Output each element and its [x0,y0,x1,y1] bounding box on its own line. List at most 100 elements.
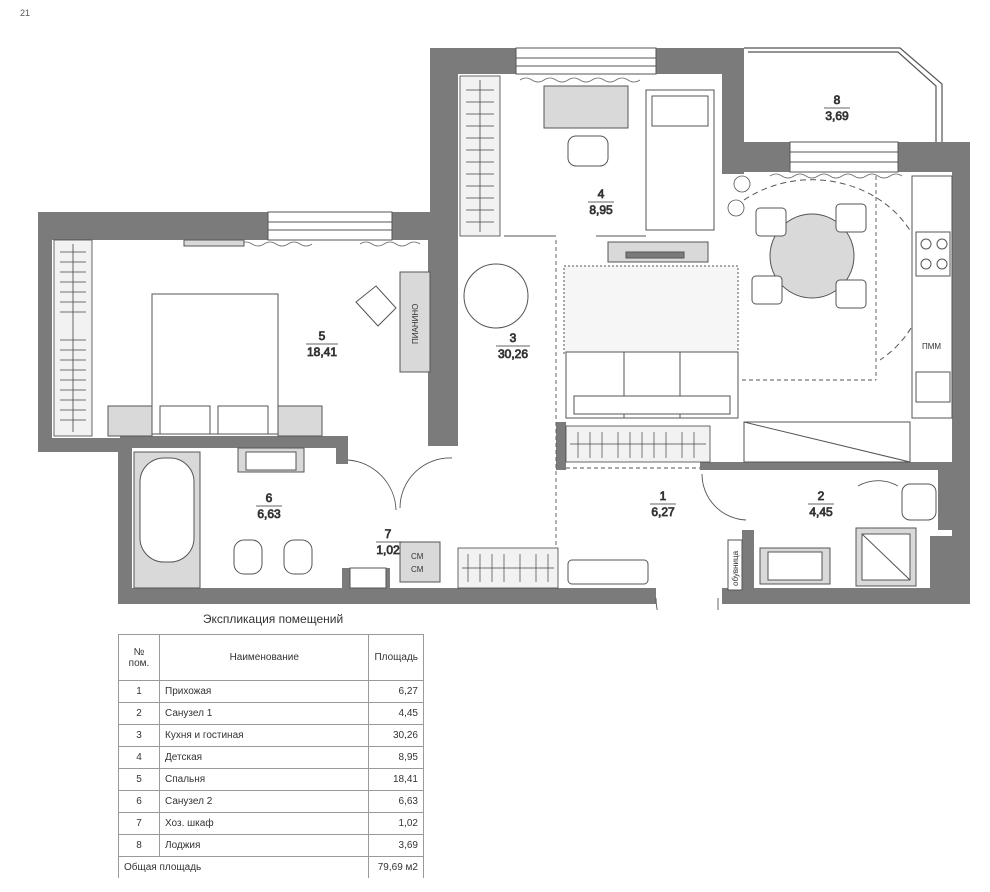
wall-child-left [430,48,458,240]
row-num: 3 [118,724,160,747]
row-name: Хоз. шкаф [158,812,370,835]
rug [563,265,739,355]
wall-bath-left [118,438,132,604]
kitchen-sink [915,371,951,403]
row-name: Кухня и гостиная [158,724,370,747]
shoe-cabinet [727,539,743,591]
room-6-number: 6 [266,491,273,505]
curtains [239,77,903,247]
room-8-area: 3,69 [825,109,849,123]
bedroom-armchair [355,285,397,327]
row-num: 8 [118,834,160,857]
room-5-area: 18,41 [307,345,337,359]
row-num: 5 [118,768,160,791]
row-name: Лоджия [158,834,370,857]
hangers [60,89,695,582]
wall-bath-stub [336,436,348,464]
shoe-rack-label: обувница [731,550,740,586]
toilet-2 [283,539,313,575]
wall-wc-left [742,530,754,590]
room-3-number: 3 [510,331,517,345]
row-area: 18,41 [368,768,424,791]
row-num: 4 [118,746,160,769]
wall-right [952,142,970,604]
wall-bottom-right [722,588,970,604]
wall-wc-corner [930,536,952,588]
bathtub [139,457,195,563]
row-area: 3,69 [368,834,424,857]
row-name: Санузел 1 [158,702,370,725]
header-num: № пом. [118,634,160,681]
living-kitchen-furniture [463,175,953,463]
row-num: 1 [118,680,160,703]
cooktop [915,231,951,277]
room-8-number: 8 [834,93,841,107]
room-6-area: 6,63 [257,507,281,521]
loggia [744,47,943,142]
child-room-furniture [543,85,715,263]
floor-plan: ПИАНИНО ПММ [38,47,970,610]
row-name: Прихожая [158,680,370,703]
wall-bedroom-bottom-left [38,438,120,452]
living-armchair [463,263,529,329]
wall-hall-wc [700,462,952,470]
wall-bottom-left [118,588,656,604]
room-7-number: 7 [385,527,392,541]
room-3-area: 30,26 [498,347,528,361]
wall-hall-stub [556,422,566,470]
row-name: Спальня [158,768,370,791]
room-7-area: 1,02 [376,543,400,557]
nightstand-left [107,405,153,437]
doors [347,235,899,610]
corner-mark: 21 [20,8,31,18]
hall-bench [567,559,649,585]
dishwasher-label: ПММ [922,342,941,351]
dining-table [769,213,855,299]
room-1-number: 1 [660,489,667,503]
dashed-openings [555,176,877,548]
washer-label-2: СМ [411,565,424,574]
wall-bath-top [120,436,348,448]
table-total-row: Общая площадь 79,69 м2 [117,856,424,878]
room-2-area: 4,45 [809,505,833,519]
bidet [233,539,263,575]
row-area: 6,27 [368,680,424,703]
total-value: 79,69 м2 [368,856,424,878]
row-num: 2 [118,702,160,725]
bathroom-fixtures [133,447,937,591]
row-area: 1,02 [368,812,424,835]
wall-bedroom-left [38,212,52,452]
nightstand-right [277,405,323,437]
room-2-number: 2 [818,489,825,503]
windows [267,47,899,241]
table-header-row: № пом. Наименование Площадь [118,634,424,681]
plant-icon [727,175,751,217]
row-area: 4,45 [368,702,424,725]
header-name: Наименование [158,634,370,681]
wall-wc-right [938,470,952,530]
header-area: Площадь [368,634,424,681]
row-name: Санузел 2 [158,790,370,813]
row-area: 30,26 [368,724,424,747]
tv-bedroom [183,239,245,247]
washer-label-1: СМ [411,552,424,561]
row-num: 6 [118,790,160,813]
desk-chair [567,135,609,167]
room-labels: 1 6,27 2 4,45 3 30,26 4 8,95 5 18,41 6 6… [256,93,850,557]
room-1-area: 6,27 [651,505,675,519]
row-area: 6,63 [368,790,424,813]
toilet-1 [901,483,937,521]
piano [399,271,431,373]
total-label: Общая площадь [117,856,370,878]
room-4-area: 8,95 [589,203,613,217]
explication-title: Экспликация помещений [202,612,344,626]
